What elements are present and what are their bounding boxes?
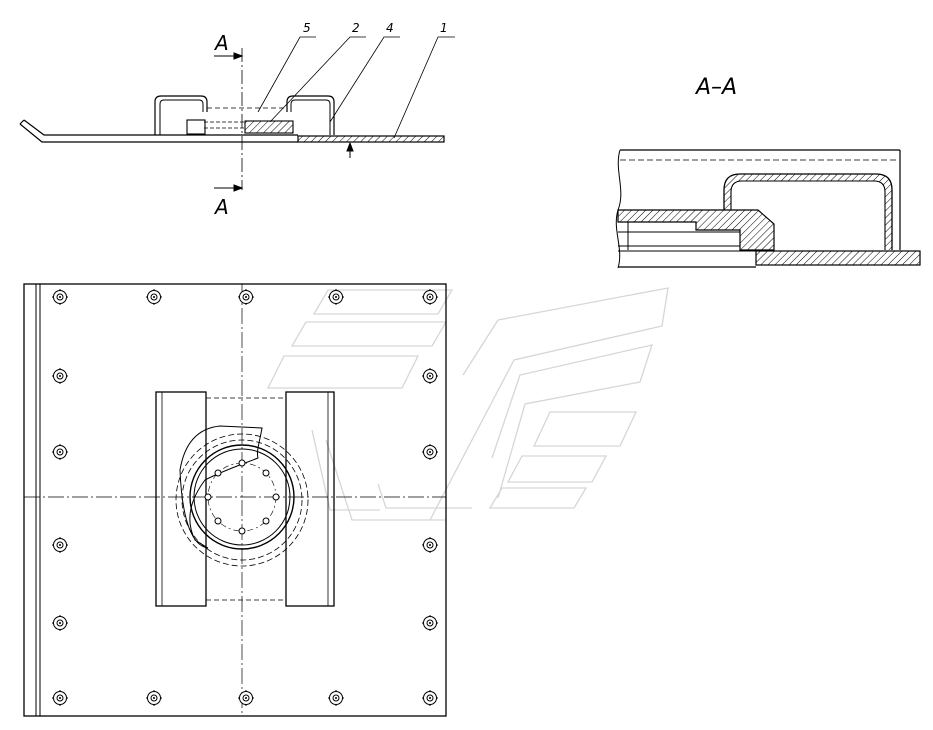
bolt-hole xyxy=(262,517,270,525)
bolt-hole xyxy=(214,517,222,525)
fastener-icon xyxy=(52,368,68,384)
fastener-icon xyxy=(422,368,438,384)
flange-bolt-holes xyxy=(204,459,280,535)
flange-circle xyxy=(189,444,295,550)
bolt-hole xyxy=(214,469,222,477)
fastener-icon xyxy=(238,289,254,305)
callout-1: 1 xyxy=(440,21,448,35)
fastener-icon xyxy=(52,537,68,553)
section-detail xyxy=(615,149,921,269)
left-channel xyxy=(155,391,207,607)
callout-4: 4 xyxy=(386,21,394,35)
watermark-logo xyxy=(266,287,669,521)
fastener-icon xyxy=(52,690,68,706)
plan-plate xyxy=(23,283,447,717)
perimeter-fasteners xyxy=(52,289,438,706)
callout-5: 5 xyxy=(303,21,311,35)
fastener-icon xyxy=(146,690,162,706)
side-view xyxy=(19,36,455,192)
fastener-icon xyxy=(422,444,438,460)
bolt-hole xyxy=(272,493,280,501)
section-title: A–A xyxy=(694,75,737,100)
fastener-icon xyxy=(52,615,68,631)
fastener-icon xyxy=(422,289,438,305)
right-channel xyxy=(285,391,335,607)
callout-2: 2 xyxy=(352,21,360,35)
section-plate xyxy=(755,250,921,266)
section-insert xyxy=(617,209,775,251)
bolt-hole xyxy=(204,493,212,501)
fastener-icon xyxy=(328,289,344,305)
section-mark-bottom: A xyxy=(213,195,229,219)
bolt-hole xyxy=(238,459,246,467)
fastener-icon xyxy=(422,615,438,631)
insert-section xyxy=(244,120,294,134)
section-mark-top: A xyxy=(213,31,229,55)
fastener-icon xyxy=(52,444,68,460)
fastener-icon xyxy=(422,537,438,553)
fastener-icon xyxy=(422,690,438,706)
bolt-hole xyxy=(262,469,270,477)
fastener-icon xyxy=(52,289,68,305)
plate-section xyxy=(297,135,445,143)
fastener-icon xyxy=(238,690,254,706)
bolt-hole xyxy=(238,527,246,535)
fastener-icon xyxy=(146,289,162,305)
fastener-icon xyxy=(328,690,344,706)
